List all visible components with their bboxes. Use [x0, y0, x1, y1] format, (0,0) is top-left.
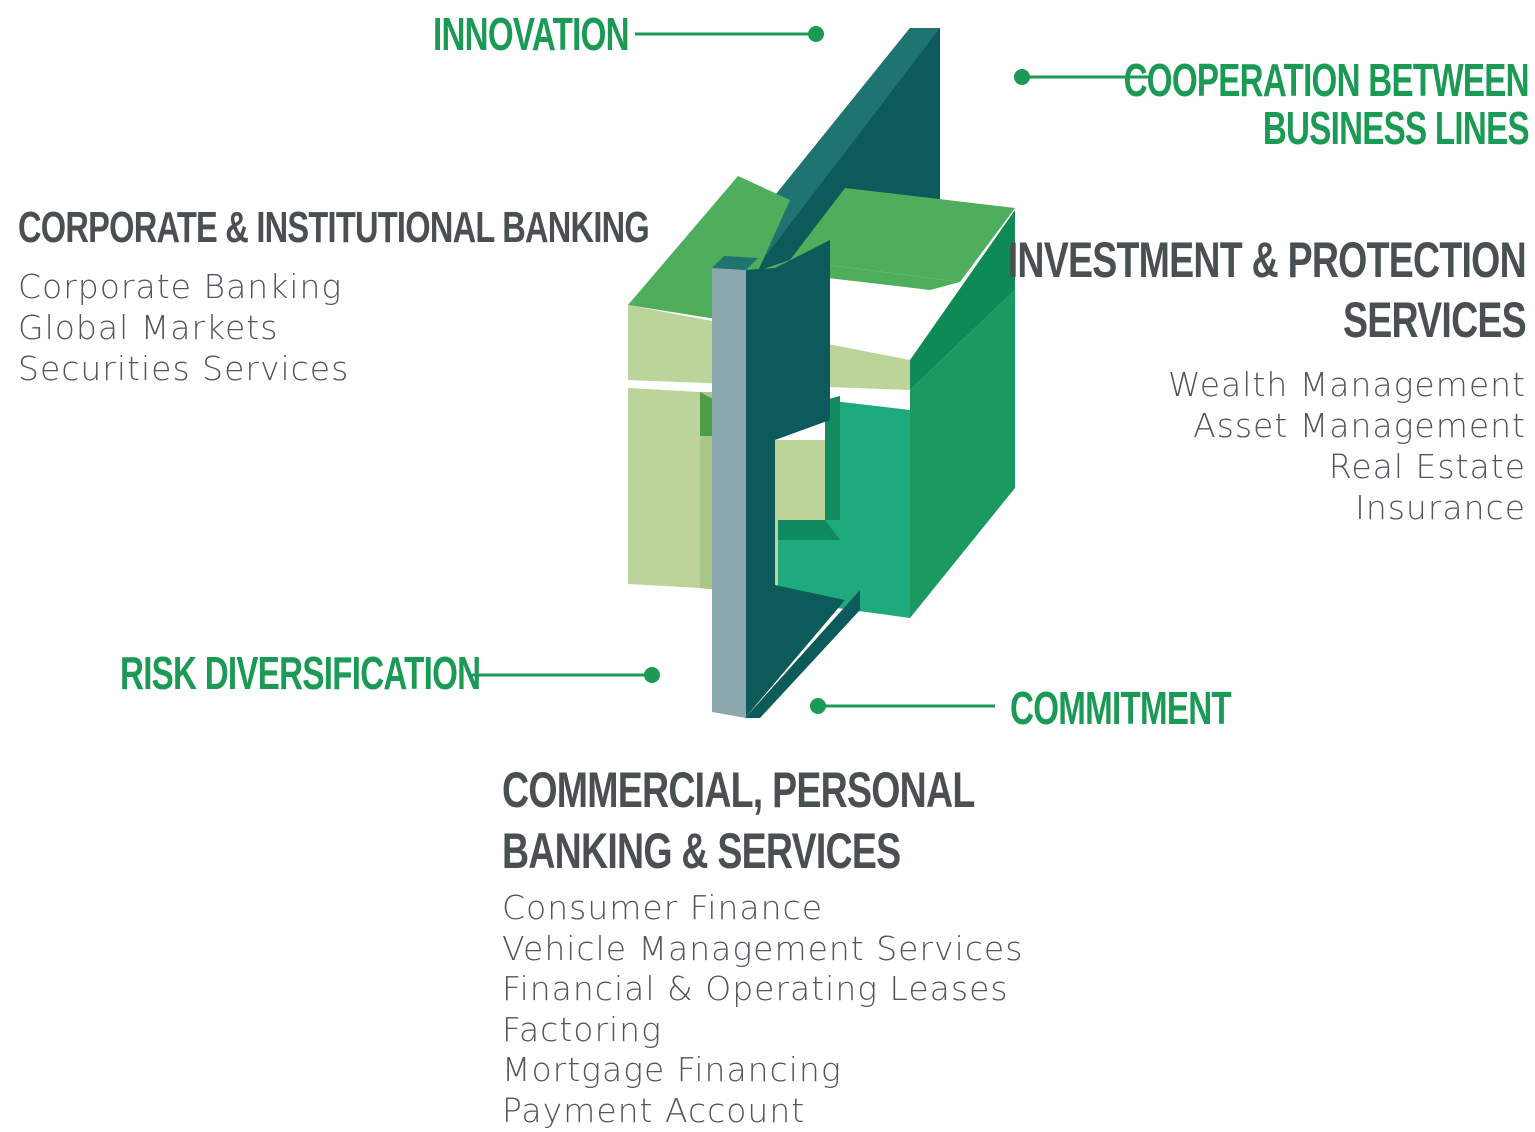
value-innovation: INNOVATION: [433, 8, 630, 60]
connector-risk: [472, 667, 660, 683]
list-item: Vehicle Management Services: [502, 928, 1024, 968]
cube-right-upper: [910, 210, 1015, 390]
list-item: Financial & Operating Leases: [502, 969, 1009, 1009]
pillar-title: COMMERCIAL, PERSONAL BANKING & SERVICES: [502, 760, 975, 882]
connector-cooperation: [1014, 69, 1152, 85]
pillar-list: Consumer Finance Vehicle Management Serv…: [502, 888, 1132, 1132]
connector-dot-icon: [810, 698, 826, 714]
pillar-list: Corporate Banking Global Markets Securit…: [18, 266, 871, 389]
connector-dot-icon: [808, 26, 824, 42]
pillar-corporate-institutional-banking: CORPORATE & INSTITUTIONAL BANKING Corpor…: [18, 198, 871, 389]
list-item: Insurance: [1355, 488, 1526, 527]
list-item: Securities Services: [18, 349, 350, 388]
list-item: Payment Account: [502, 1090, 806, 1130]
pillar-title-line-2: SERVICES: [1343, 292, 1527, 348]
connector-commitment: [810, 698, 995, 714]
list-item: Global Markets: [18, 308, 279, 347]
cube-right-lower: [910, 290, 1015, 618]
connector-dot-icon: [644, 667, 660, 683]
cube-front-teal: [778, 400, 910, 618]
pillar-title-line-1: INVESTMENT & PROTECTION: [1007, 232, 1527, 288]
list-item: Corporate Banking: [18, 267, 343, 306]
value-cooperation: COOPERATION BETWEEN BUSINESS LINES: [1123, 54, 1530, 154]
pillar-investment-protection-services: INVESTMENT & PROTECTION SERVICES Wealth …: [835, 230, 1527, 528]
value-cooperation-line-2: BUSINESS LINES: [1263, 102, 1530, 154]
pillar-commercial-personal-banking: COMMERCIAL, PERSONAL BANKING & SERVICES …: [502, 760, 1132, 1132]
value-commitment: COMMITMENT: [1010, 682, 1232, 734]
pillar-title-line-2: BANKING & SERVICES: [502, 823, 901, 879]
divider-panel-lower: [745, 268, 845, 718]
list-item: Mortgage Financing: [502, 1050, 842, 1090]
divider-panel-edge: [712, 268, 746, 718]
value-cooperation-line-1: COOPERATION BETWEEN: [1123, 54, 1530, 106]
pillar-list: Wealth Management Asset Management Real …: [835, 364, 1526, 528]
cube-front-lower: [628, 388, 700, 588]
connector-dot-icon: [1014, 69, 1030, 85]
pillar-title: INVESTMENT & PROTECTION SERVICES: [1007, 230, 1527, 350]
pillar-title: CORPORATE & INSTITUTIONAL BANKING: [18, 203, 650, 252]
cube-top-right: [790, 188, 1015, 282]
pillar-title-line-1: COMMERCIAL, PERSONAL: [502, 762, 975, 818]
list-item: Factoring: [502, 1009, 662, 1049]
list-item: Asset Management: [1193, 406, 1526, 445]
list-item: Wealth Management: [1168, 365, 1526, 404]
value-risk-diversification: RISK DIVERSIFICATION: [120, 647, 481, 699]
connector-innovation: [635, 26, 824, 42]
list-item: Consumer Finance: [502, 888, 824, 927]
list-item: Real Estate: [1328, 447, 1526, 486]
